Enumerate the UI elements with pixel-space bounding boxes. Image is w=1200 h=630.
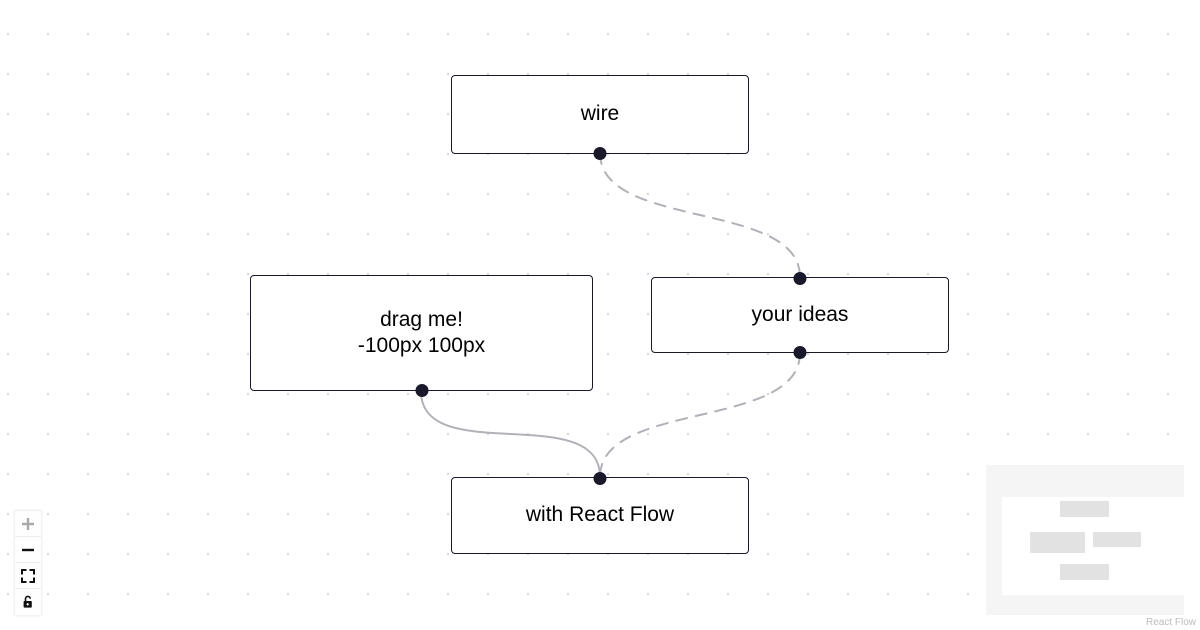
node-your-ideas[interactable]: your ideas	[651, 271, 949, 359]
edge-drag-me-to-with-react-flow	[420, 390, 601, 478]
minimap-node	[1060, 564, 1109, 580]
source-handle[interactable]	[793, 345, 807, 359]
source-handle[interactable]	[415, 383, 428, 397]
zoom-in-button[interactable]	[15, 511, 41, 537]
node-drag-me[interactable]: drag me! -100px 100px	[250, 275, 593, 397]
fit-view-icon	[21, 568, 35, 583]
lock-icon	[21, 595, 35, 609]
controls-panel[interactable]	[15, 511, 41, 615]
fit-view-button[interactable]	[15, 563, 41, 589]
node-label-line: your ideas	[751, 302, 849, 326]
minimap-node	[1093, 532, 1141, 547]
zoom-out-button[interactable]	[15, 537, 41, 563]
target-handle[interactable]	[593, 471, 607, 485]
edge-wire-to-your-ideas	[599, 152, 801, 278]
node-label-line: with React Flow	[525, 503, 675, 527]
target-handle[interactable]	[793, 271, 807, 285]
node-label-line-secondary: -100px 100px	[357, 334, 486, 357]
node-label-line: wire	[580, 102, 620, 126]
minimap-node	[1030, 532, 1085, 553]
node-label-line: drag me!	[380, 307, 463, 331]
react-flow-attribution[interactable]: React Flow	[1145, 617, 1196, 628]
edge-your-ideas-to-with-react-flow	[599, 352, 801, 478]
minimap[interactable]	[986, 465, 1184, 615]
minimap-node	[1060, 501, 1109, 517]
plus-icon	[21, 517, 35, 531]
source-handle[interactable]	[593, 146, 607, 160]
node-wire[interactable]: wire	[451, 75, 749, 160]
toggle-interactivity-button[interactable]	[15, 589, 41, 615]
minus-icon	[21, 543, 35, 557]
node-with-react-flow[interactable]: with React Flow	[451, 471, 749, 554]
